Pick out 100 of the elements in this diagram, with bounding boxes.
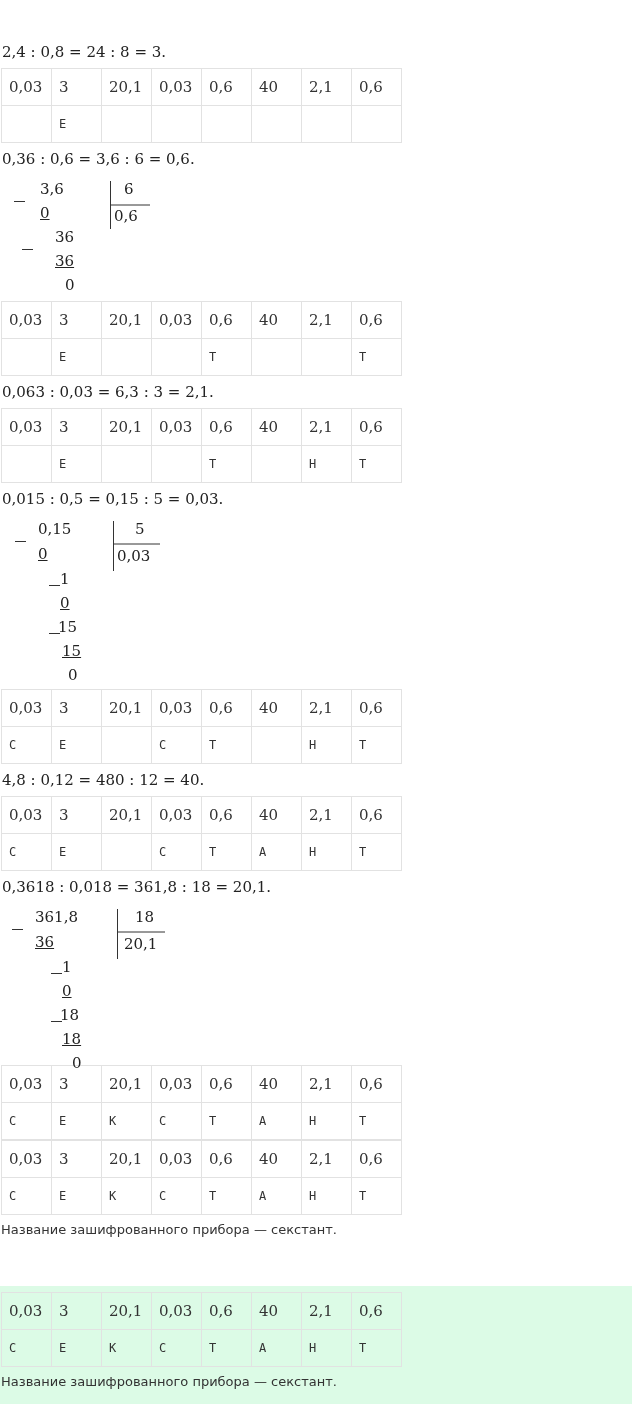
letter-cell: А	[251, 833, 302, 871]
letter-cell: Т	[201, 726, 252, 764]
letter-cell: Т	[351, 1329, 402, 1367]
letter-cell: Е	[51, 726, 102, 764]
equation-text: 0,36 : 0,6 = 3,6 : 6 = 0,6.	[1, 149, 196, 170]
division-digit: 18	[135, 907, 155, 927]
division-digit: 0,6	[114, 206, 138, 226]
number-cell: 20,1	[101, 68, 152, 106]
division-digit: 0	[62, 981, 72, 1001]
number-cell: 2,1	[301, 1292, 352, 1330]
number-cell: 0,6	[351, 68, 402, 106]
letter-cell: С	[1, 1177, 52, 1215]
letter-cell: Т	[201, 445, 252, 483]
division-digit: 0	[38, 544, 48, 564]
letter-cell: Н	[301, 1329, 352, 1367]
number-cell: 20,1	[101, 408, 152, 446]
division-digit: 0	[68, 665, 78, 685]
number-cell: 20,1	[101, 689, 152, 727]
number-cell: 2,1	[301, 1140, 352, 1178]
letter-cell: Е	[51, 1329, 102, 1367]
number-cell: 0,6	[201, 68, 252, 106]
letter-cell: Т	[351, 1102, 402, 1140]
number-cell: 40	[251, 301, 302, 339]
number-cell: 0,6	[201, 1292, 252, 1330]
letter-cell: Е	[51, 445, 102, 483]
number-cell: 40	[251, 689, 302, 727]
answer-text: Название зашифрованного прибора — секстант.	[0, 1373, 338, 1391]
equation-text: 0,063 : 0,03 = 6,3 : 3 = 2,1.	[1, 382, 215, 403]
division-digit: 36	[55, 251, 75, 271]
number-cell: 0,6	[201, 301, 252, 339]
number-cell: 2,1	[301, 408, 352, 446]
number-cell: 0,03	[151, 408, 202, 446]
division-digit: 15	[62, 641, 82, 661]
number-cell: 0,6	[351, 796, 402, 834]
letter-cell: Н	[301, 445, 352, 483]
letter-cell: Н	[301, 1102, 352, 1140]
letter-cell: Е	[51, 1177, 102, 1215]
number-cell: 3	[51, 68, 102, 106]
division-digit: 15	[58, 617, 78, 637]
division-digit: 18	[62, 1029, 82, 1049]
division-digit: 20,1	[124, 934, 158, 954]
letter-cell: Е	[51, 1102, 102, 1140]
number-cell: 0,6	[351, 408, 402, 446]
number-cell: 40	[251, 1292, 302, 1330]
number-cell: 0,03	[151, 301, 202, 339]
letter-cell: Е	[51, 105, 102, 143]
number-cell: 0,6	[351, 689, 402, 727]
letter-cell: Т	[351, 338, 402, 376]
letter-cell: С	[151, 726, 202, 764]
number-cell: 0,03	[1, 689, 52, 727]
number-cell: 40	[251, 1140, 302, 1178]
letter-cell: Т	[351, 1177, 402, 1215]
number-cell: 0,03	[1, 1140, 52, 1178]
division-digit: 0	[65, 275, 75, 295]
letter-cell: С	[1, 1329, 52, 1367]
letter-cell: Н	[301, 726, 352, 764]
number-cell: 0,03	[1, 301, 52, 339]
number-cell: 40	[251, 1065, 302, 1103]
number-cell: 3	[51, 301, 102, 339]
letter-cell: Т	[351, 726, 402, 764]
number-cell: 3	[51, 689, 102, 727]
number-cell: 3	[51, 1140, 102, 1178]
number-cell: 0,6	[351, 1292, 402, 1330]
answer-text: Название зашифрованного прибора — секстант.	[0, 1221, 338, 1239]
letter-cell: Т	[201, 1329, 252, 1367]
number-cell: 0,6	[201, 408, 252, 446]
letter-cell: С	[151, 1177, 202, 1215]
number-cell: 3	[51, 796, 102, 834]
letter-cell: А	[251, 1102, 302, 1140]
letter-cell: С	[151, 833, 202, 871]
letter-cell: Т	[201, 338, 252, 376]
letter-cell: С	[1, 1102, 52, 1140]
number-cell: 20,1	[101, 796, 152, 834]
division-digit: 36	[35, 932, 55, 952]
number-cell: 40	[251, 408, 302, 446]
equation-text: 0,015 : 0,5 = 0,15 : 5 = 0,03.	[1, 489, 225, 510]
division-digit: 36	[55, 227, 75, 247]
number-cell: 3	[51, 408, 102, 446]
equation-text: 4,8 : 0,12 = 480 : 12 = 40.	[1, 770, 206, 791]
letter-cell: Т	[351, 833, 402, 871]
number-cell: 0,03	[1, 68, 52, 106]
number-cell: 0,6	[201, 1065, 252, 1103]
number-cell: 3	[51, 1292, 102, 1330]
number-cell: 20,1	[101, 301, 152, 339]
division-digit: 1	[62, 957, 72, 977]
number-cell: 0,03	[1, 796, 52, 834]
number-cell: 0,03	[151, 68, 202, 106]
number-cell: 0,6	[351, 301, 402, 339]
number-cell: 0,6	[201, 689, 252, 727]
letter-cell: Т	[201, 1177, 252, 1215]
letter-cell: Е	[51, 338, 102, 376]
letter-cell: С	[1, 726, 52, 764]
number-cell: 2,1	[301, 68, 352, 106]
number-cell: 0,03	[1, 1065, 52, 1103]
division-digit: 5	[135, 519, 145, 539]
letter-cell: Н	[301, 833, 352, 871]
letter-cell: Н	[301, 1177, 352, 1215]
number-cell: 2,1	[301, 301, 352, 339]
letter-cell: К	[101, 1329, 152, 1367]
division-digit: 0	[40, 203, 50, 223]
